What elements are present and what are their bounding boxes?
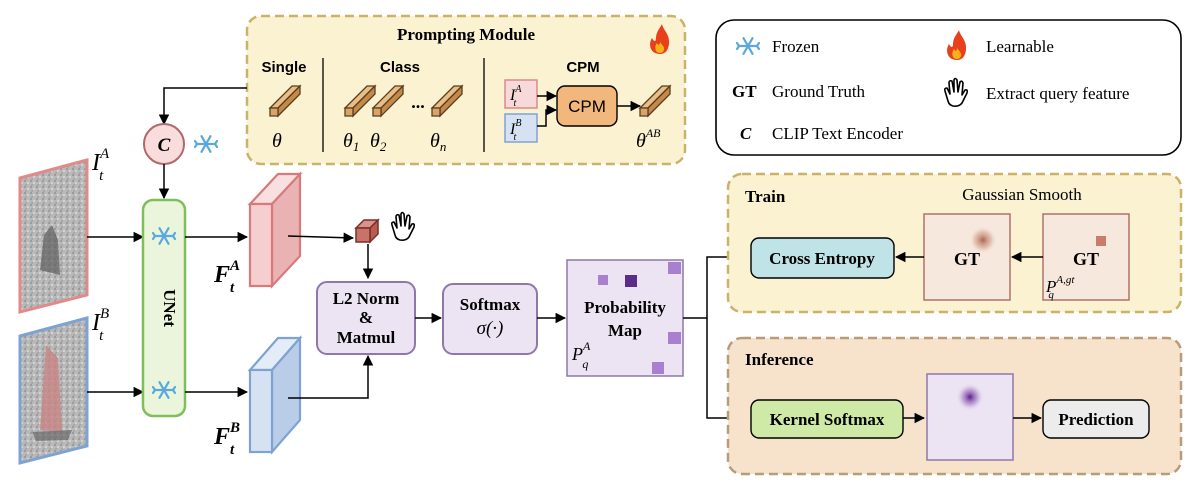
prob-cell bbox=[598, 275, 608, 285]
prediction-blob bbox=[956, 383, 984, 411]
cpm-label: CPM bbox=[566, 59, 599, 76]
gt-point-map bbox=[1042, 213, 1130, 301]
legend-gt-key: GT bbox=[732, 82, 757, 101]
cpm-block-label: CPM bbox=[568, 97, 606, 116]
l2-norm-line1: L2 Norm bbox=[333, 289, 400, 308]
train-section: Train Gaussian Smooth Cross Entropy GT G… bbox=[726, 172, 1183, 314]
gaussian-blob bbox=[969, 226, 997, 254]
prediction-label: Prediction bbox=[1058, 410, 1134, 429]
cross-entropy-label: Cross Entropy bbox=[769, 249, 875, 268]
legend-frozen: Frozen bbox=[772, 37, 820, 56]
class-label: Class bbox=[380, 59, 420, 76]
clip-encoder-label: C bbox=[158, 135, 171, 156]
dots: ... bbox=[411, 92, 425, 112]
arrow bbox=[288, 354, 374, 399]
feature-map-b bbox=[247, 335, 303, 455]
legend-c-desc: CLIP Text Encoder bbox=[772, 124, 903, 143]
gaussian-smooth-label: Gaussian Smooth bbox=[962, 185, 1082, 204]
theta-n-label: θn bbox=[430, 130, 446, 154]
l2-norm-line2: & bbox=[359, 308, 373, 327]
gt-smoothed-map bbox=[923, 213, 1011, 301]
prediction-block bbox=[1042, 399, 1150, 439]
prob-map-line1: Probability bbox=[584, 298, 666, 317]
unet-label: UNet bbox=[160, 289, 179, 327]
cpm-input-b bbox=[504, 113, 538, 143]
arrow bbox=[537, 104, 558, 127]
prompting-module-title: Prompting Module bbox=[397, 25, 536, 44]
train-title: Train bbox=[745, 187, 786, 206]
legend-gt-desc: Ground Truth bbox=[772, 82, 866, 101]
softmax-block bbox=[442, 283, 538, 355]
theta-ab-label: θAB bbox=[636, 126, 661, 152]
prob-cell bbox=[668, 262, 681, 274]
theta-2-label: θ2 bbox=[370, 130, 387, 154]
legend-c-key: C bbox=[740, 124, 752, 143]
inference-title: Inference bbox=[745, 350, 814, 369]
theta-1-label: θ1 bbox=[343, 130, 359, 154]
kernel-softmax-block bbox=[750, 399, 904, 439]
feature-map-a bbox=[247, 171, 303, 289]
prob-cell bbox=[625, 275, 637, 287]
prob-cell bbox=[652, 362, 664, 374]
arrow bbox=[158, 87, 247, 126]
softmax-line1: Softmax bbox=[460, 295, 521, 314]
theta-label: θ bbox=[272, 130, 282, 152]
prompting-module: Prompting Module Single Class CPM ... θ … bbox=[245, 14, 687, 166]
arrow bbox=[287, 232, 355, 243]
legend-learnable: Learnable bbox=[986, 37, 1054, 56]
hand-icon bbox=[390, 211, 416, 241]
kernel-softmax-label: Kernel Softmax bbox=[770, 410, 885, 429]
single-label: Single bbox=[261, 59, 306, 76]
feature-cube-icon bbox=[354, 218, 380, 244]
gt-point-label: GT bbox=[1073, 249, 1099, 269]
softmax-line2: σ(·) bbox=[477, 318, 504, 339]
cross-entropy-block bbox=[750, 237, 895, 279]
l2-norm-line3: Matmul bbox=[337, 328, 396, 347]
unet-block bbox=[141, 198, 187, 418]
gt-point bbox=[1096, 236, 1106, 246]
prob-map-line2: Map bbox=[608, 321, 642, 340]
image-a bbox=[18, 158, 89, 314]
cpm-input-a bbox=[504, 79, 538, 109]
legend: Frozen Learnable GT Ground Truth Extract… bbox=[715, 19, 1182, 156]
gt-smoothed-label: GT bbox=[954, 249, 980, 269]
prob-cell bbox=[668, 332, 681, 344]
image-b bbox=[18, 316, 89, 465]
legend-extract: Extract query feature bbox=[986, 84, 1129, 103]
snowflake-icon bbox=[193, 135, 219, 153]
matching-section: L2 Norm & Matmul Softmax σ(·) Probabilit… bbox=[287, 211, 751, 424]
inference-section: Inference Kernel Softmax Prediction bbox=[726, 336, 1183, 476]
